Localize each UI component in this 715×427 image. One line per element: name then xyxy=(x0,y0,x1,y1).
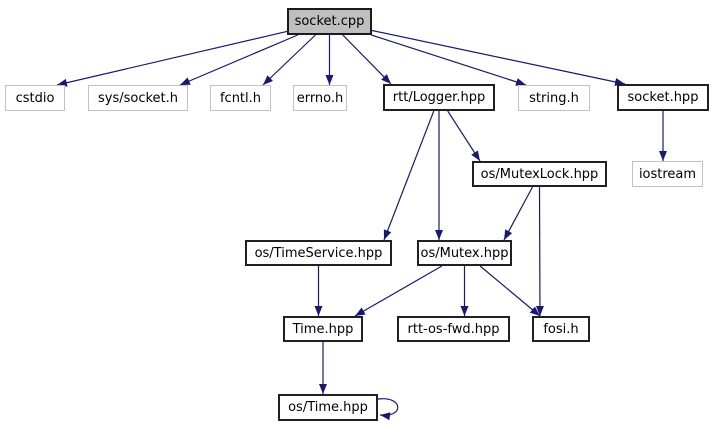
node-socket-hpp[interactable]: socket.hpp xyxy=(617,84,709,111)
edge-os_mutexlock_hpp-to-os_mutex_hpp xyxy=(503,186,534,241)
node-sys-socket-h: sys/socket.h xyxy=(88,85,188,111)
edge-os_mutex_hpp-to-time_hpp xyxy=(354,265,443,317)
node-fcntl-h: fcntl.h xyxy=(210,85,271,111)
node-label: os/Time.hpp xyxy=(288,400,368,415)
node-os-mutexlock-hpp[interactable]: os/MutexLock.hpp xyxy=(472,161,607,187)
node-label: cstdio xyxy=(15,90,55,106)
edge-socket_cpp-to-fcntl_h xyxy=(262,34,316,86)
node-label: socket.hpp xyxy=(627,90,699,105)
node-label: rtt-os-fwd.hpp xyxy=(407,321,500,337)
node-time-hpp[interactable]: Time.hpp xyxy=(283,316,363,342)
node-label: rtt/Logger.hpp xyxy=(392,90,486,105)
edge-socket_cpp-to-sys_socket_h xyxy=(179,34,298,86)
node-label: os/Mutex.hpp xyxy=(420,245,509,261)
node-rtt-os-fwd-hpp[interactable]: rtt-os-fwd.hpp xyxy=(397,316,510,342)
node-label: sys/socket.h xyxy=(97,90,179,106)
edge-socket_cpp-to-string_h xyxy=(371,34,527,86)
edge-rtt_logger_hpp-to-os_timeservice_hpp xyxy=(383,110,435,241)
node-label: os/MutexLock.hpp xyxy=(480,166,599,182)
node-os-timeservice-hpp[interactable]: os/TimeService.hpp xyxy=(245,240,392,266)
node-label: iostream xyxy=(638,166,697,182)
edge-socket_cpp-to-rtt_logger_hpp xyxy=(342,34,392,85)
edge-os_mutexlock_hpp-to-fosi_h xyxy=(535,186,544,317)
node-fosi-h[interactable]: fosi.h xyxy=(532,316,590,342)
node-label: os/TimeService.hpp xyxy=(254,245,383,261)
edge-rtt_logger_hpp-to-os_mutexlock_hpp xyxy=(447,110,481,162)
node-cstdio: cstdio xyxy=(5,85,65,111)
node-label: socket.cpp xyxy=(294,14,365,29)
node-label: Time.hpp xyxy=(292,321,354,337)
node-os-time-hpp[interactable]: os/Time.hpp xyxy=(278,394,378,421)
edge-os_mutex_hpp-to-fosi_h xyxy=(479,265,541,317)
node-socket-cpp: socket.cpp xyxy=(287,8,372,35)
edge-os_time_hpp-to-os_time_hpp xyxy=(377,398,399,421)
node-label: fosi.h xyxy=(543,321,579,337)
node-iostream: iostream xyxy=(632,161,703,187)
edge-socket_cpp-to-socket_hpp xyxy=(371,29,626,86)
node-os-mutex-hpp[interactable]: os/Mutex.hpp xyxy=(417,240,512,266)
node-label: fcntl.h xyxy=(219,90,262,106)
node-label: string.h xyxy=(529,90,579,106)
node-errno-h: errno.h xyxy=(293,85,347,111)
node-string-h: string.h xyxy=(518,85,590,111)
edge-socket_cpp-to-cstdio xyxy=(56,30,288,87)
node-rtt-logger-hpp[interactable]: rtt/Logger.hpp xyxy=(383,84,495,111)
node-label: errno.h xyxy=(296,90,344,106)
